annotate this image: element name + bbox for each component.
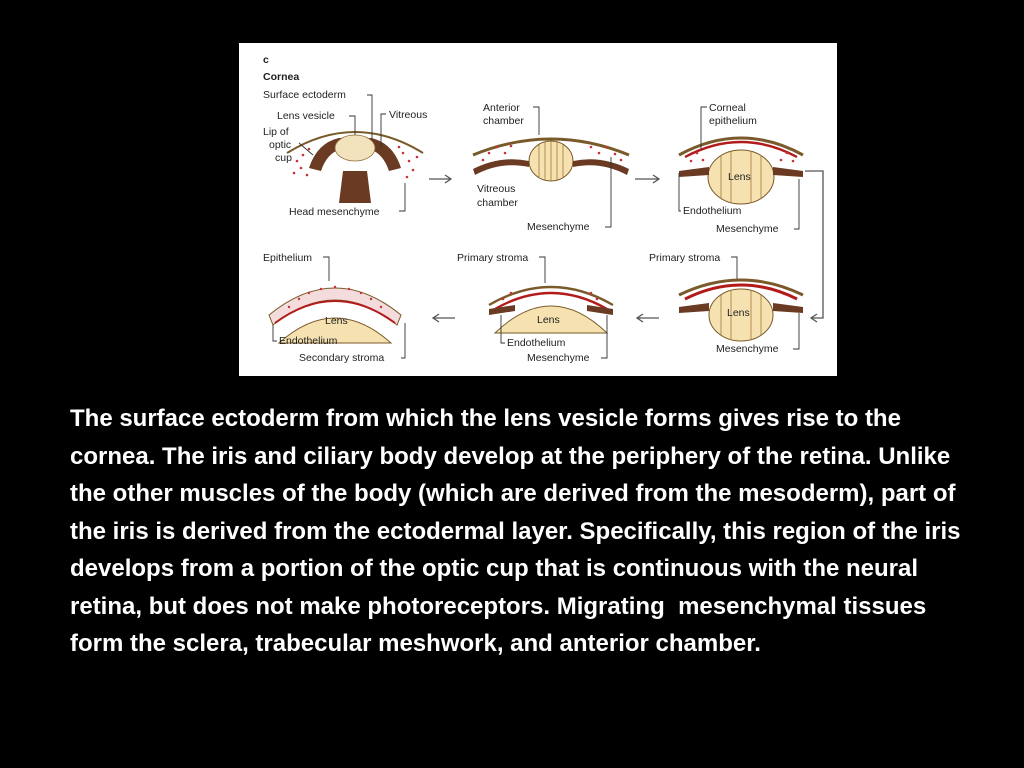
stage4-optic-cup-right: [773, 303, 803, 313]
stage3-optic-cup-left: [679, 167, 709, 177]
arrow-stage1-to-stage2: [429, 174, 453, 184]
stage3-lens-fibers: [720, 151, 762, 203]
label-lens-vesicle: Lens vesicle: [277, 110, 335, 122]
leader-mesenchyme-5: [601, 315, 608, 359]
panel-letter: c: [263, 54, 269, 66]
stage-4-diagram: [678, 278, 804, 342]
arrow-stage5-to-stage6: [431, 313, 455, 323]
stage5-iris-right: [587, 305, 613, 315]
leader-epithelium-6: [323, 256, 330, 281]
stage3-optic-cup-right: [773, 167, 803, 177]
stage2-optic-cup-left: [473, 159, 529, 175]
stage5-red-stroma: [494, 291, 608, 311]
label-mesenchyme-4: Mesenchyme: [716, 343, 779, 355]
stage-6-diagram: [268, 285, 402, 344]
label-optic: optic: [269, 139, 291, 151]
label-corneal-epithelium: epithelium: [709, 115, 757, 127]
label-lens-6: Lens: [325, 315, 348, 327]
leader-anterior-chamber: [533, 106, 540, 135]
stage2-lens-fibers: [538, 141, 564, 181]
stage1-optic-cup: [309, 138, 401, 171]
figure-title: Cornea: [263, 71, 299, 83]
stage6-lens-dome: [277, 317, 393, 344]
diagram-canvas: c Cornea Surface ectoderm Lens vesicle V…: [263, 54, 824, 364]
leader-primary-stroma-5: [539, 256, 546, 283]
leader-vitreous-1: [380, 113, 386, 148]
label-mesenchyme-5: Mesenchyme: [527, 352, 590, 364]
stage-1-diagram: [286, 131, 424, 203]
leader-corneal-epithelium: [700, 106, 707, 149]
leader-secondary-stroma: [401, 323, 406, 359]
stage2-mesenchyme-dots: [481, 144, 623, 162]
leader-endothelium-5: [500, 315, 505, 344]
label-anterior-chamber: chamber: [483, 115, 524, 127]
stage4-red-stroma: [684, 283, 798, 301]
label-mesenchyme-2: Mesenchyme: [527, 221, 590, 233]
leader-endothelium-3: [678, 173, 681, 212]
stage3-mesenchyme-dots: [689, 151, 795, 163]
label-primary-stroma-5: Primary stroma: [457, 252, 528, 264]
leader-surface-ectoderm: [367, 94, 373, 139]
stage5-iris-left: [489, 305, 515, 315]
caption-text: The surface ectoderm from which the lens…: [70, 405, 968, 657]
label-vitreous-1: Vitreous: [389, 109, 427, 121]
label-vitreous-2: Vitreous: [477, 183, 515, 195]
label-vitreous-chamber: chamber: [477, 197, 518, 209]
leader-mesenchyme-3: [794, 179, 800, 230]
cornea-development-figure: c Cornea Surface ectoderm Lens vesicle V…: [239, 43, 837, 376]
label-corneal: Corneal: [709, 102, 746, 114]
stage-5-diagram: [488, 285, 614, 334]
arrow-stage3-to-stage4: [805, 170, 824, 323]
stage5-lens-dome: [493, 305, 609, 334]
leader-mesenchyme-2: [605, 157, 612, 228]
leader-mesenchyme-4: [793, 313, 800, 350]
stage4-optic-cup-left: [679, 303, 709, 313]
label-epithelium-6: Epithelium: [263, 252, 312, 264]
stage6-red-layer: [274, 300, 396, 324]
label-lip-of: Lip of: [263, 126, 289, 138]
label-lens-3: Lens: [728, 171, 751, 183]
stage1-lens-vesicle: [334, 134, 376, 162]
stage-3-diagram: [678, 136, 804, 205]
leader-lip-of-optic-cup: [298, 142, 314, 156]
arrow-stage4-to-stage5: [635, 313, 659, 323]
leader-endothelium-6: [272, 325, 277, 342]
stage-2-diagram: [472, 137, 630, 182]
label-lens-5: Lens: [537, 314, 560, 326]
arrow-stage2-to-stage3: [635, 174, 661, 184]
label-surface-ectoderm: Surface ectoderm: [263, 89, 346, 101]
label-endothelium-5: Endothelium: [507, 337, 566, 349]
stage4-epithelium: [678, 278, 804, 297]
stage4-lens: [708, 288, 774, 342]
label-cup: cup: [275, 152, 292, 164]
stage3-red-layer: [684, 140, 798, 159]
label-head-mesenchyme: Head mesenchyme: [289, 206, 380, 218]
leader-lens-vesicle: [349, 115, 356, 135]
leader-head-mesenchyme: [399, 183, 406, 212]
leader-primary-stroma-4: [731, 256, 738, 279]
stage2-ectoderm: [472, 137, 630, 157]
stage4-lens-fibers: [720, 291, 762, 339]
label-lens-4: Lens: [727, 307, 750, 319]
stage1-mesenchyme-dots: [292, 145, 419, 179]
stage2-optic-cup-right: [573, 159, 629, 175]
label-anterior: Anterior: [483, 102, 520, 114]
stage1-optic-stalk: [339, 171, 371, 203]
label-mesenchyme-3: Mesenchyme: [716, 223, 779, 235]
label-endothelium-6: Endothelium: [279, 335, 338, 347]
stage6-stroma-dots: [287, 285, 383, 309]
label-secondary-stroma: Secondary stroma: [299, 352, 384, 364]
stage3-corneal-epithelium: [678, 136, 804, 157]
stage3-lens: [707, 149, 775, 205]
stage5-mesenchyme-dots: [501, 291, 599, 301]
label-endothelium-3: Endothelium: [683, 205, 742, 217]
label-primary-stroma-4: Primary stroma: [649, 252, 720, 264]
